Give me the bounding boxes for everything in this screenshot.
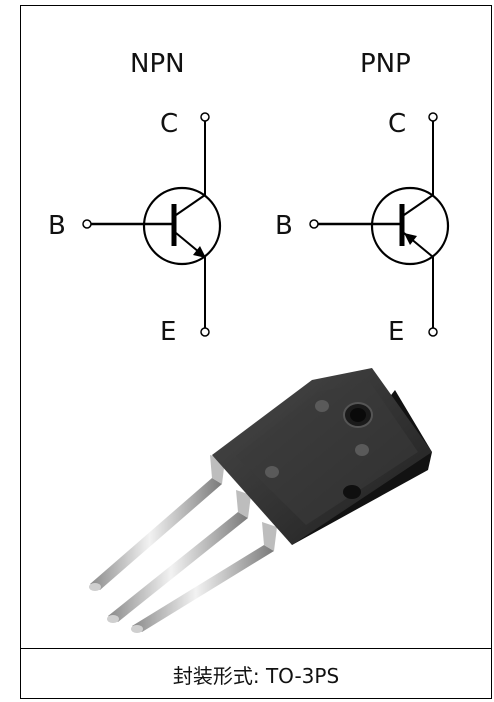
pnp-base-label: B (275, 211, 293, 241)
npn-emitter-terminal (200, 327, 210, 337)
pnp-collector-terminal (428, 112, 438, 122)
to3ps-package-image (89, 368, 432, 633)
package-leads (89, 455, 277, 633)
package-dimple (265, 466, 279, 478)
pnp-emitter-terminal (428, 327, 438, 337)
package-lead (131, 522, 277, 633)
npn-collector-terminal (200, 112, 210, 122)
package-dimple (355, 444, 369, 456)
pnp-emitter-label: E (388, 317, 404, 347)
mounting-hole-inner (350, 408, 366, 422)
pnp-collector-label: C (388, 109, 406, 139)
npn-emitter-arrow-icon (193, 246, 206, 258)
caption-divider (20, 648, 492, 649)
pnp-emitter-arrow-icon (404, 233, 417, 245)
npn-collector-junction (175, 194, 206, 216)
package-notch (343, 485, 361, 499)
pnp-title: PNP (360, 49, 411, 79)
package-caption: 封装形式: TO-3PS (172, 663, 340, 688)
npn-base-label: B (48, 211, 66, 241)
pnp-collector-junction (403, 194, 434, 216)
npn-base-terminal (82, 219, 92, 229)
package-dimple (315, 400, 329, 412)
pnp-symbol: PNP C B E (275, 49, 450, 347)
npn-emitter-label: E (160, 317, 176, 347)
pnp-envelope (370, 186, 450, 266)
npn-envelope (142, 186, 222, 266)
npn-title: NPN (130, 49, 185, 79)
package-lead (89, 455, 225, 591)
outer-frame (20, 5, 492, 699)
pnp-base-terminal (309, 219, 319, 229)
package-lead (107, 490, 251, 623)
npn-collector-label: C (160, 109, 178, 139)
npn-symbol: NPN C B E (48, 49, 222, 347)
